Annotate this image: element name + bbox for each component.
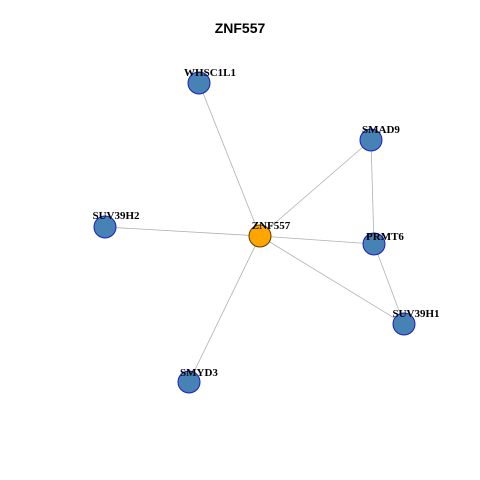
node-label-znf557: ZNF557 — [252, 220, 291, 232]
node-label-prmt6: PRMT6 — [366, 231, 404, 243]
nodes-layer: ZNF557 WHSC1L1SMAD9SUV39H2PRMT6SUV39H1SMY… — [92, 67, 440, 394]
node-circle-smad9 — [359, 128, 383, 152]
edge-prmt6-suv39h1 — [373, 243, 405, 325]
node-whsc1l1: WHSC1L1 — [184, 67, 236, 95]
edge-znf557-smyd3 — [188, 235, 261, 383]
edge-znf557-smad9 — [259, 139, 372, 237]
node-label-whsc1l1: WHSC1L1 — [184, 67, 236, 79]
edge-znf557-prmt6 — [259, 235, 375, 245]
edge-znf557-suv39h1 — [259, 235, 405, 325]
node-circle-smyd3 — [177, 370, 201, 394]
edge-znf557-whsc1l1 — [198, 82, 261, 237]
node-circle-whsc1l1 — [187, 71, 211, 95]
node-label-smad9: SMAD9 — [362, 124, 400, 136]
edge-smad9-prmt6 — [370, 139, 375, 245]
node-smad9: SMAD9 — [359, 124, 400, 152]
edges-layer — [104, 82, 405, 383]
node-smyd3: SMYD3 — [177, 367, 218, 394]
node-prmt6: PRMT6 — [362, 231, 404, 256]
node-label-suv39h2: SUV39H2 — [92, 210, 140, 222]
node-circle-znf557 — [248, 224, 272, 248]
node-suv39h2: SUV39H2 — [92, 210, 140, 239]
node-label-suv39h1: SUV39H1 — [392, 308, 439, 320]
node-circle-suv39h1 — [392, 312, 416, 336]
node-circle-prmt6 — [362, 232, 386, 256]
node-suv39h1: SUV39H1 — [392, 308, 440, 336]
graph-title: ZNF557 — [214, 20, 266, 36]
node-znf557: ZNF557 — [248, 220, 291, 248]
node-circle-suv39h2 — [93, 215, 117, 239]
node-label-smyd3: SMYD3 — [180, 367, 218, 379]
edge-znf557-suv39h2 — [104, 226, 261, 237]
